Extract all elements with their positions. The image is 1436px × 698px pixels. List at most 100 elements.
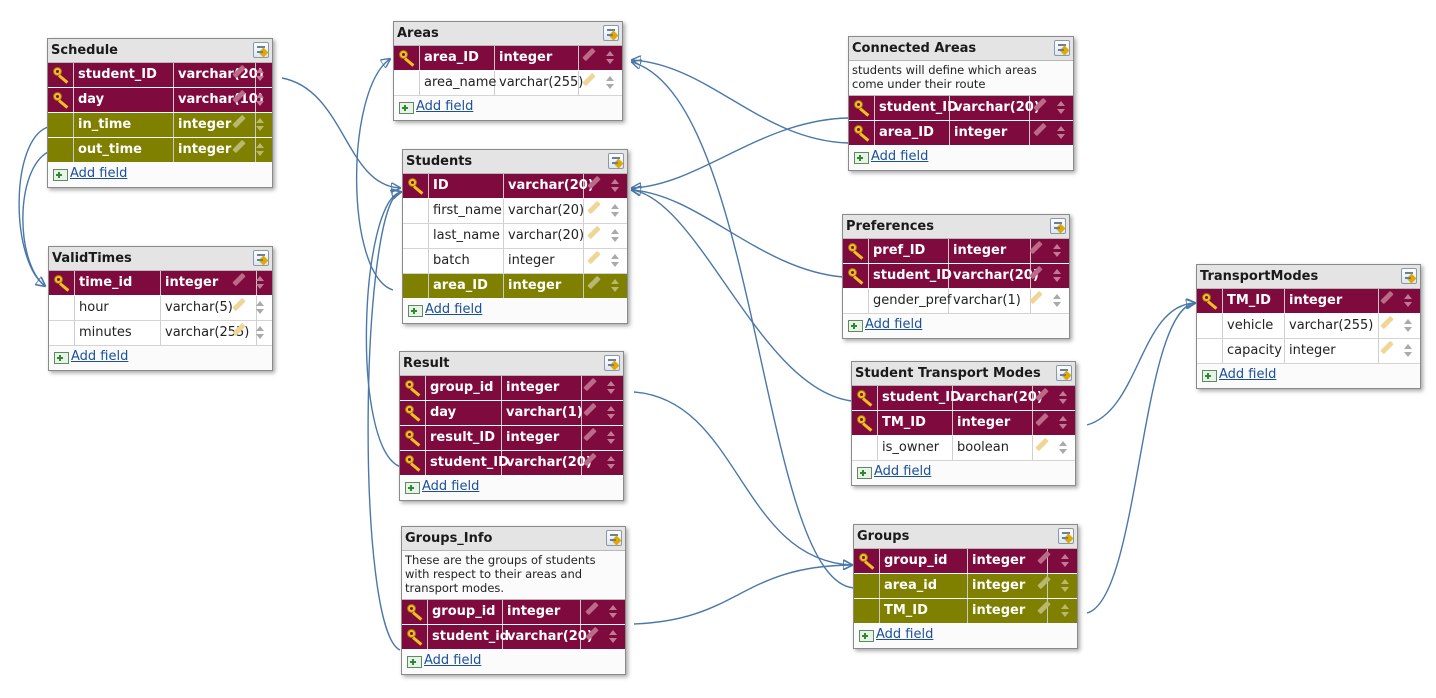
up-down-icon[interactable] [1061, 554, 1069, 569]
edit-table-icon[interactable] [1058, 528, 1074, 544]
pencil-icon[interactable] [583, 427, 597, 442]
pencil-icon[interactable] [585, 601, 599, 616]
add-field-icon[interactable] [407, 656, 422, 668]
table-header[interactable]: Students [403, 150, 627, 174]
pencil-icon[interactable] [1029, 240, 1043, 255]
up-down-icon[interactable] [256, 143, 264, 158]
pencil-icon[interactable] [585, 626, 599, 641]
pencil-icon[interactable] [1380, 315, 1394, 330]
up-down-icon[interactable] [1053, 294, 1061, 309]
up-down-icon[interactable] [256, 326, 264, 341]
up-down-icon[interactable] [607, 456, 615, 471]
edit-table-icon[interactable] [606, 530, 622, 546]
add-field-icon[interactable] [399, 102, 414, 114]
add-field-icon[interactable] [54, 352, 69, 364]
up-down-icon[interactable] [1061, 604, 1069, 619]
table-header[interactable]: Preferences [843, 215, 1069, 239]
up-down-icon[interactable] [606, 51, 614, 66]
up-down-icon[interactable] [1404, 344, 1412, 359]
pencil-icon[interactable] [232, 322, 246, 337]
pencil-icon[interactable] [232, 64, 246, 79]
up-down-icon[interactable] [1061, 579, 1069, 594]
pencil-icon[interactable] [583, 377, 597, 392]
add-field-icon[interactable] [859, 630, 874, 642]
up-down-icon[interactable] [1059, 391, 1067, 406]
up-down-icon[interactable] [607, 381, 615, 396]
edit-table-icon[interactable] [1056, 365, 1072, 381]
up-down-icon[interactable] [611, 254, 619, 269]
add-field-icon[interactable] [857, 467, 872, 479]
pencil-icon[interactable] [232, 114, 246, 129]
up-down-icon[interactable] [1053, 244, 1061, 259]
up-down-icon[interactable] [609, 605, 617, 620]
add-field-icon[interactable] [1202, 370, 1217, 382]
pencil-icon[interactable] [1029, 265, 1043, 280]
up-down-icon[interactable] [256, 301, 264, 316]
edit-table-icon[interactable] [604, 355, 620, 371]
add-field-icon[interactable] [848, 320, 863, 332]
add-field-link[interactable]: Add field [424, 653, 482, 668]
table-header[interactable]: TransportModes [1197, 265, 1420, 289]
up-down-icon[interactable] [1404, 294, 1412, 309]
edit-table-icon[interactable] [1050, 218, 1066, 234]
edit-table-icon[interactable] [608, 153, 624, 169]
pencil-icon[interactable] [582, 47, 596, 62]
table-header[interactable]: Groups_Info [402, 527, 625, 551]
table-header[interactable]: Student Transport Modes [852, 362, 1075, 386]
up-down-icon[interactable] [611, 179, 619, 194]
add-field-link[interactable]: Add field [1219, 367, 1277, 382]
pencil-icon[interactable] [587, 175, 601, 190]
add-field-link[interactable]: Add field [425, 302, 483, 317]
pencil-icon[interactable] [1037, 600, 1051, 615]
up-down-icon[interactable] [611, 204, 619, 219]
table-header[interactable]: Groups [854, 525, 1077, 549]
edit-table-icon[interactable] [1401, 268, 1417, 284]
pencil-icon[interactable] [1029, 290, 1043, 305]
add-field-link[interactable]: Add field [416, 99, 474, 114]
pencil-icon[interactable] [1380, 290, 1394, 305]
up-down-icon[interactable] [607, 431, 615, 446]
pencil-icon[interactable] [1035, 437, 1049, 452]
pencil-icon[interactable] [582, 72, 596, 87]
add-field-icon[interactable] [854, 152, 869, 164]
up-down-icon[interactable] [611, 279, 619, 294]
pencil-icon[interactable] [1035, 412, 1049, 427]
up-down-icon[interactable] [256, 118, 264, 133]
add-field-icon[interactable] [53, 169, 68, 181]
up-down-icon[interactable] [607, 406, 615, 421]
up-down-icon[interactable] [1059, 441, 1067, 456]
add-field-link[interactable]: Add field [865, 317, 923, 332]
up-down-icon[interactable] [611, 229, 619, 244]
up-down-icon[interactable] [256, 68, 264, 83]
table-header[interactable]: Result [400, 352, 623, 376]
add-field-link[interactable]: Add field [422, 479, 480, 494]
edit-table-icon[interactable] [603, 25, 619, 41]
pencil-icon[interactable] [232, 297, 246, 312]
pencil-icon[interactable] [1033, 97, 1047, 112]
pencil-icon[interactable] [587, 275, 601, 290]
edit-table-icon[interactable] [253, 42, 269, 58]
up-down-icon[interactable] [609, 630, 617, 645]
add-field-link[interactable]: Add field [71, 349, 129, 364]
pencil-icon[interactable] [583, 402, 597, 417]
add-field-icon[interactable] [405, 482, 420, 494]
